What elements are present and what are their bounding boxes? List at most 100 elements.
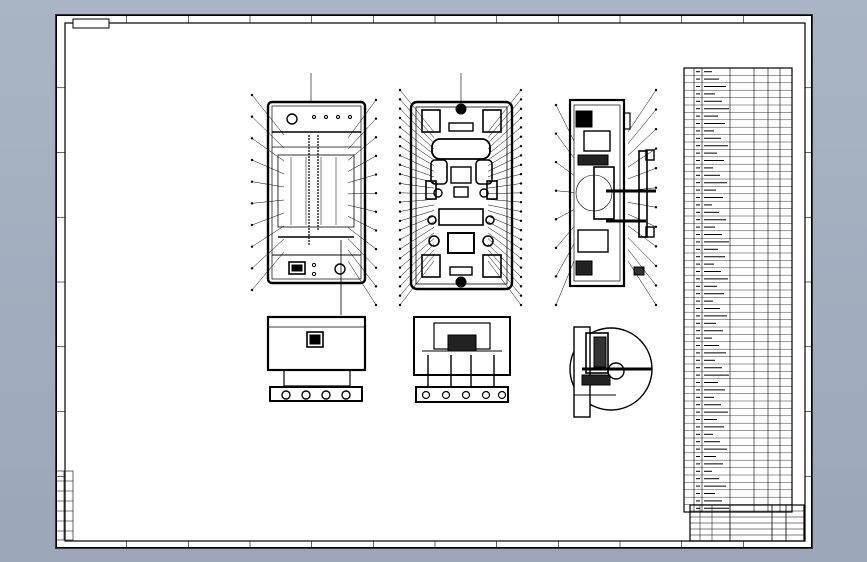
leader-line (251, 116, 285, 149)
front-lower-view (266, 315, 367, 402)
leader-line (251, 238, 285, 269)
leader-lines (250, 88, 658, 307)
balloon-dot (519, 116, 523, 120)
balloon-dot (654, 88, 658, 92)
leader-line (555, 190, 575, 193)
leader-line (487, 238, 522, 268)
leader-line (627, 167, 657, 180)
balloon-dot (398, 163, 402, 167)
leader-line (399, 255, 435, 296)
balloon-dot (654, 166, 658, 170)
balloon-dot (398, 266, 402, 269)
balloon-dot (250, 158, 254, 162)
leader-line (399, 127, 435, 155)
leader-line (347, 216, 377, 231)
balloon-dot (519, 303, 523, 307)
leader-line (399, 183, 435, 189)
balloon-dot (519, 154, 523, 157)
leader-line (487, 89, 522, 133)
balloon-dot (654, 108, 658, 111)
balloon-dot (519, 238, 523, 241)
leader-line (399, 89, 435, 133)
leader-line (399, 117, 435, 150)
leader-line (627, 89, 657, 133)
balloon-dot (554, 160, 558, 164)
title-block (689, 504, 805, 542)
balloon-dot (519, 126, 523, 129)
leader-line (399, 204, 435, 212)
leader-line (627, 202, 657, 208)
balloon-dot (374, 210, 378, 214)
balloon-dot (398, 172, 402, 176)
balloon-dot (398, 107, 402, 110)
leader-line (399, 108, 435, 144)
leader-line (399, 221, 435, 240)
leader-line (627, 128, 657, 156)
leader-line (251, 251, 285, 291)
top-lower-view (413, 316, 511, 403)
leader-line (399, 215, 435, 231)
balloon-dot (554, 303, 558, 307)
leader-line (627, 237, 657, 267)
balloon-dot (250, 180, 254, 183)
leader-line (487, 221, 522, 240)
balloon-dot (519, 107, 523, 110)
leader-line (399, 199, 435, 203)
balloon-dot (398, 285, 402, 288)
leader-line (627, 260, 657, 306)
leader-line (487, 183, 522, 189)
leader-line (487, 204, 522, 212)
balloon-dot (519, 200, 523, 204)
leader-line (251, 159, 285, 175)
balloon-dot (654, 225, 658, 229)
leader-line (347, 204, 377, 213)
leader-line (487, 108, 522, 144)
leader-line (627, 225, 657, 247)
leader-line (487, 249, 522, 287)
leader-line (487, 243, 522, 278)
left-revision-table (56, 470, 74, 541)
balloon-dot (519, 257, 523, 260)
leader-line (251, 225, 285, 247)
balloon-dot (654, 186, 658, 189)
leader-line (347, 227, 377, 250)
balloon-dot (398, 126, 402, 129)
balloon-dot (554, 103, 558, 107)
leader-line (399, 99, 435, 138)
leader-line (487, 136, 522, 161)
leader-line (347, 118, 377, 150)
balloon-dot (374, 229, 378, 232)
leader-line (399, 227, 435, 250)
leader-line (347, 192, 377, 195)
balloon-dot (398, 238, 402, 241)
balloon-dot (654, 127, 658, 131)
leader-line (555, 161, 575, 176)
balloon-dot (398, 98, 402, 101)
leader-line (487, 99, 522, 138)
leader-line (487, 127, 522, 155)
balloon-dot (519, 135, 523, 138)
balloon-dot (250, 267, 254, 270)
leader-line (347, 99, 377, 139)
leader-line (251, 94, 285, 136)
leader-line (347, 137, 377, 161)
balloon-dot (374, 98, 378, 102)
balloon-dot (654, 284, 658, 287)
balloon-dot (398, 88, 402, 92)
balloon-dot (374, 247, 378, 251)
balloon-dot (654, 206, 658, 209)
balloon-dot (519, 210, 523, 213)
leader-line (399, 164, 435, 178)
leader-line (399, 136, 435, 161)
leader-line (487, 164, 522, 178)
balloon-dot (519, 294, 523, 297)
balloon-dot (398, 135, 402, 138)
side-view (568, 98, 656, 288)
leader-line (555, 133, 575, 159)
balloon-dot (398, 116, 402, 120)
balloon-dot (374, 136, 378, 139)
balloon-dot (519, 266, 523, 269)
balloon-dot (519, 285, 523, 288)
balloon-dot (374, 303, 378, 307)
leader-line (487, 210, 522, 222)
